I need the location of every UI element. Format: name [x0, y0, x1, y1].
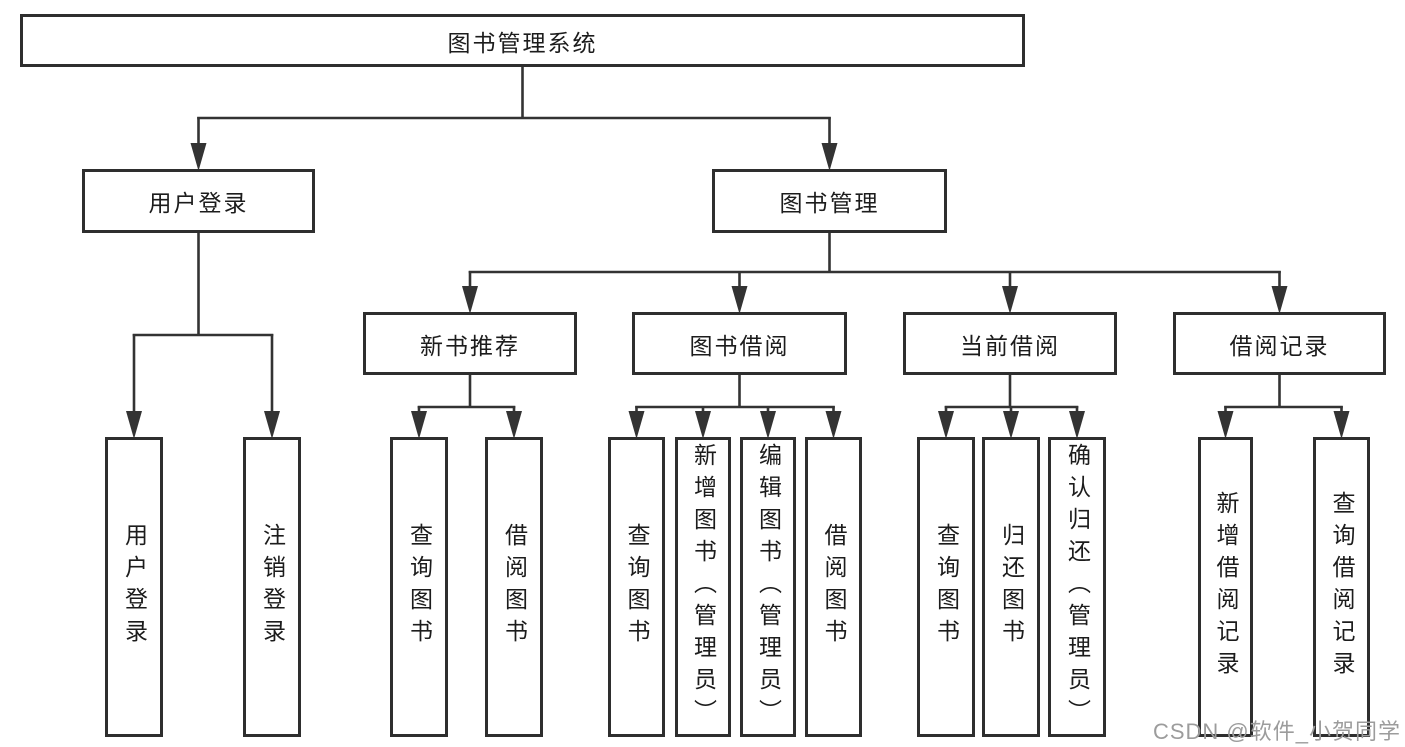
node-leaf-edit-book-admin: 编辑图书（管理员）: [740, 437, 796, 737]
arrowhead-icon: [126, 411, 142, 439]
node-book-management: 图书管理: [712, 169, 947, 233]
arrowhead-icon: [760, 411, 776, 439]
arrowhead-icon: [264, 411, 280, 439]
node-leaf-user-login: 用户登录: [105, 437, 163, 737]
node-leaf-logout: 注销登录: [243, 437, 301, 737]
arrowhead-icon: [1003, 411, 1019, 439]
node-book-borrowing: 图书借阅: [632, 312, 847, 375]
node-system-root: 图书管理系统: [20, 14, 1025, 67]
node-leaf-borrow-books-2: 借阅图书: [805, 437, 862, 737]
arrowhead-icon: [1069, 411, 1085, 439]
node-new-book-recommend: 新书推荐: [363, 312, 577, 375]
node-leaf-add-book-admin: 新增图书（管理员）: [675, 437, 731, 737]
watermark: CSDN @软件_小贺同学: [1152, 719, 1401, 744]
node-user-login: 用户登录: [82, 169, 315, 233]
node-leaf-return-books: 归还图书: [982, 437, 1040, 737]
arrowhead-icon: [825, 411, 842, 439]
arrowhead-icon: [506, 411, 522, 439]
arrowhead-icon: [1333, 411, 1350, 439]
node-borrowing-records: 借阅记录: [1173, 312, 1386, 375]
node-leaf-query-borrow-record: 查询借阅记录: [1313, 437, 1370, 737]
arrowhead-icon: [731, 286, 748, 314]
arrowhead-icon: [1271, 286, 1288, 314]
node-leaf-query-books-3: 查询图书: [917, 437, 975, 737]
arrowhead-icon: [695, 411, 711, 439]
node-leaf-query-books-2: 查询图书: [608, 437, 665, 737]
node-current-borrowing: 当前借阅: [903, 312, 1117, 375]
node-leaf-add-borrow-record: 新增借阅记录: [1198, 437, 1253, 737]
arrowhead-icon: [411, 411, 427, 439]
node-leaf-confirm-return-admin: 确认归还（管理员）: [1048, 437, 1106, 737]
arrowhead-icon: [462, 286, 478, 314]
arrowhead-icon: [628, 411, 645, 439]
arrowhead-icon: [1217, 411, 1234, 439]
node-leaf-borrow-books-1: 借阅图书: [485, 437, 543, 737]
node-leaf-query-books-1: 查询图书: [390, 437, 448, 737]
arrowhead-icon: [938, 411, 954, 439]
arrowhead-icon: [821, 143, 838, 171]
arrowhead-icon: [190, 143, 207, 171]
arrowhead-icon: [1002, 286, 1018, 314]
